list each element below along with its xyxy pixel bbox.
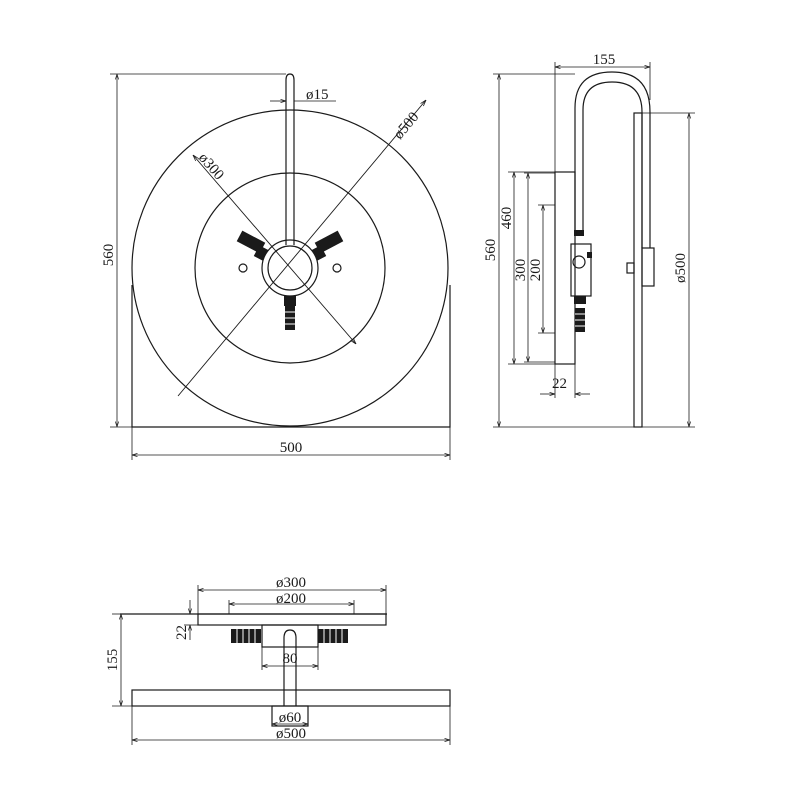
top-mirror [131, 689, 451, 707]
front-dim-outer-dia: ø500 [391, 109, 423, 142]
top-dim-plate-300: ø300 [276, 575, 306, 591]
side-mirror-backing [641, 247, 655, 287]
top-dim-bracket: 80 [283, 651, 298, 667]
front-hole-left [238, 263, 248, 273]
front-vertical-pipe [285, 73, 295, 245]
top-dim-tube: ø60 [279, 710, 302, 726]
side-dim-projection: 155 [593, 52, 616, 68]
top-wall-plate [197, 613, 387, 626]
front-hole-right [332, 263, 342, 273]
side-dim-height-460: 460 [499, 207, 515, 230]
top-dim-mirror: ø500 [276, 726, 306, 742]
side-bracket [570, 243, 592, 297]
side-dim-mirror: ø500 [673, 253, 689, 283]
front-knob-bottom [284, 296, 296, 330]
front-back-plate [131, 285, 451, 428]
front-center-hub-inner [267, 245, 313, 291]
side-wall-plate [554, 171, 576, 365]
front-knob-right [311, 230, 344, 261]
top-dim-offset: 22 [174, 625, 190, 640]
top-knob-left [231, 629, 261, 643]
side-dim-offset: 22 [552, 376, 567, 392]
side-bracket-ring [572, 255, 586, 269]
side-small-tab [626, 262, 635, 274]
side-dim-plate-200: 200 [528, 259, 544, 282]
side-mirror-body [633, 112, 643, 428]
front-diameter-line-500 [177, 100, 426, 397]
side-view: 155 560 460 300 200 22 ø500 [483, 52, 695, 428]
top-arm-tube [283, 629, 297, 706]
top-dim-plate-200: ø200 [276, 591, 306, 607]
front-dim-height: 560 [101, 244, 117, 267]
side-gooseneck-arm [574, 71, 651, 248]
front-knob-left [236, 230, 269, 261]
side-bracket-cap [574, 230, 584, 236]
side-dim-height-total: 560 [483, 239, 499, 262]
side-dim-plate-300: 300 [513, 259, 529, 282]
front-dim-width: 500 [280, 440, 303, 456]
front-view: 560 500 ø15 ø500 ø300 [101, 73, 451, 460]
front-outer-circle [131, 109, 449, 427]
side-gooseneck-arm-inner [582, 81, 643, 248]
top-view: ø300 ø200 22 155 80 ø60 ø500 [105, 575, 451, 745]
front-dim-pipe: ø15 [306, 87, 329, 103]
front-diameter-line-300 [193, 155, 356, 344]
side-knob [574, 296, 586, 332]
top-bracket [261, 624, 319, 648]
top-knob-right [318, 629, 348, 643]
side-bracket-pin [587, 252, 592, 258]
top-dim-projection: 155 [105, 649, 121, 672]
front-dim-inner-dia: ø300 [195, 150, 227, 183]
